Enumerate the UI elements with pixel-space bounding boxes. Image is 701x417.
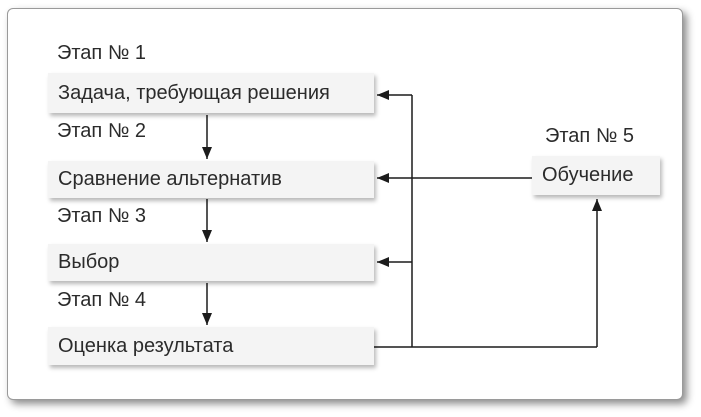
stage-box-comparison: Сравнение альтернатив: [48, 161, 374, 198]
stage-label-4: Этап № 4: [57, 289, 146, 311]
stage-label-2: Этап № 2: [57, 120, 146, 142]
stage-box-choice: Выбор: [48, 244, 374, 281]
stage-label-1: Этап № 1: [57, 42, 146, 64]
stage-label-5: Этап № 5: [545, 125, 634, 147]
stage-label-3: Этап № 3: [57, 205, 146, 227]
stage-box-task: Задача, требующая решения: [48, 73, 374, 113]
stage-box-evaluation: Оценка результата: [48, 327, 374, 365]
stage-box-learning: Обучение: [532, 156, 660, 195]
